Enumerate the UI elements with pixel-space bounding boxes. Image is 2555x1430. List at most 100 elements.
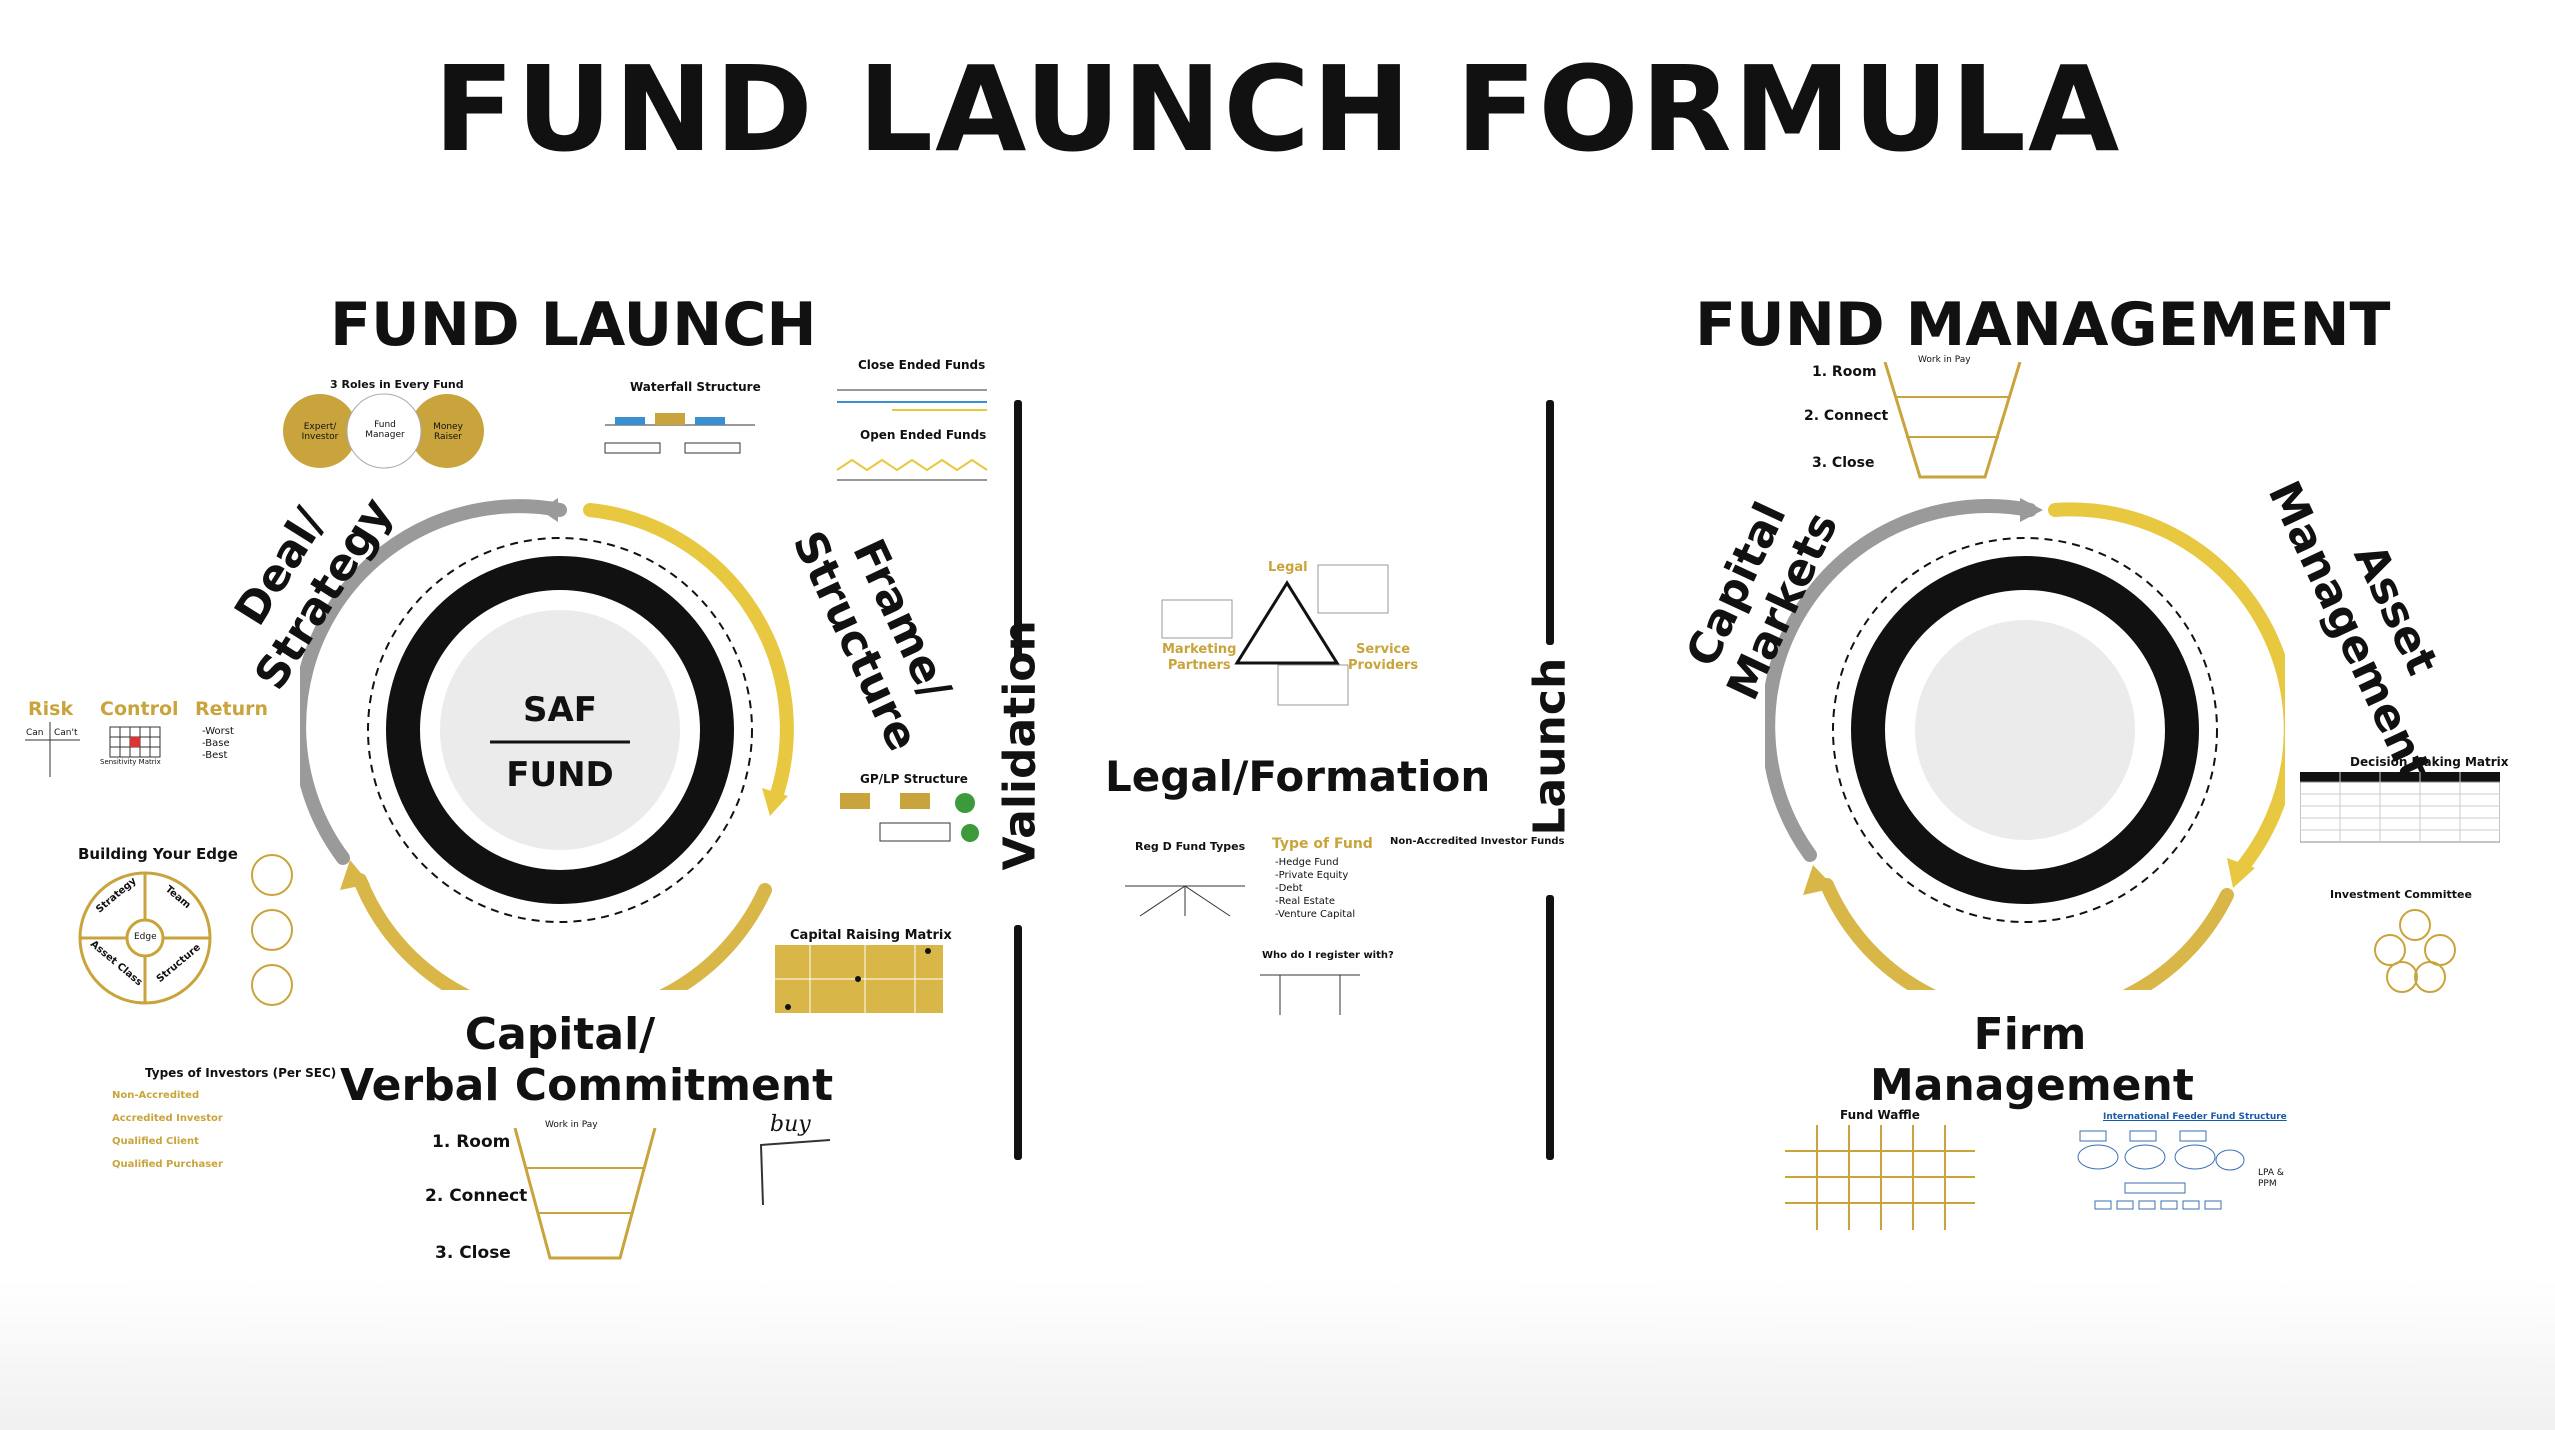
deal-arc bbox=[300, 499, 567, 865]
right-center-disc bbox=[1915, 620, 2135, 840]
waterfall-title: Waterfall Structure bbox=[630, 380, 761, 394]
firm-arrowhead bbox=[1803, 865, 1835, 895]
capital-arc bbox=[353, 873, 772, 990]
open-ended-timeline bbox=[836, 458, 988, 481]
return-list: -Worst-Base-Best bbox=[202, 726, 234, 761]
left-funnel bbox=[513, 1128, 657, 1260]
launch-line-top bbox=[1546, 400, 1554, 645]
close-ended-title: Close Ended Funds bbox=[858, 358, 986, 372]
fund-waffle-grid bbox=[1785, 1125, 1975, 1230]
decision-matrix bbox=[2300, 772, 2500, 843]
dashed-ring bbox=[367, 537, 753, 923]
left-funnel-title: Work in Pay bbox=[545, 1120, 598, 1130]
regd-title: Reg D Fund Types bbox=[1135, 840, 1246, 853]
firm-arc bbox=[1820, 878, 2234, 990]
fund-management-cycle bbox=[1765, 498, 2285, 990]
right-funnel bbox=[1883, 362, 2022, 479]
decision-title: Decision Making Matrix bbox=[2350, 755, 2509, 769]
black-ring bbox=[386, 556, 734, 904]
legal-triangle bbox=[1234, 580, 1340, 665]
left-funnel-connect: 2. Connect bbox=[425, 1186, 528, 1206]
control-label: Control bbox=[100, 698, 179, 720]
left-funnel-room: 1. Room bbox=[432, 1132, 511, 1152]
center-disc bbox=[440, 610, 680, 850]
right-dashed-ring bbox=[1832, 537, 2218, 923]
fund-management-heading: FUND MANAGEMENT bbox=[1695, 290, 2391, 360]
close-ended-timeline bbox=[837, 389, 987, 411]
cant-label: Can't bbox=[54, 728, 78, 738]
page-title: FUND LAUNCH FORMULA bbox=[433, 40, 2122, 178]
gplp-diagram bbox=[840, 793, 979, 842]
role-expert: Expert/ Investor bbox=[301, 422, 339, 442]
handwriting-buy: buy bbox=[770, 1112, 811, 1137]
right-funnel-title: Work in Pay bbox=[1918, 355, 1971, 365]
right-funnel-connect: 2. Connect bbox=[1804, 408, 1889, 424]
fund-launch-heading: FUND LAUNCH bbox=[330, 290, 817, 360]
capital-markets-arc bbox=[1765, 499, 2037, 862]
fund-launch-cycle bbox=[300, 498, 794, 990]
type-of-fund-list: -Hedge Fund-Private Equity-Debt -Real Es… bbox=[1275, 857, 1356, 920]
role-manager: Fund Manager bbox=[365, 420, 405, 440]
launch-label: Launch bbox=[1524, 657, 1576, 836]
launch-line-bottom bbox=[1546, 895, 1554, 1160]
validation-label: Validation bbox=[994, 620, 1046, 871]
roles-venn bbox=[283, 393, 484, 469]
role-circle-raiser bbox=[410, 394, 484, 468]
lpa-ppm-label: LPA &PPM bbox=[2258, 1168, 2284, 1189]
right-funnel-room: 1. Room bbox=[1812, 364, 1877, 380]
right-funnel-close: 3. Close bbox=[1812, 455, 1875, 471]
deal-arrowhead bbox=[540, 498, 558, 522]
investor-types-title: Types of Investors (Per SEC) bbox=[145, 1066, 337, 1080]
asset-arrowhead bbox=[2227, 858, 2255, 888]
role-circle-manager bbox=[346, 393, 422, 469]
feeder-title: International Feeder Fund Structure bbox=[2103, 1112, 2287, 1122]
risk-control-grid bbox=[25, 722, 161, 777]
legal-formation-heading: Legal/Formation bbox=[1105, 752, 1491, 801]
register-title: Who do I register with? bbox=[1262, 950, 1394, 961]
validation-line-top bbox=[1014, 400, 1022, 660]
role-circle-expert bbox=[283, 394, 357, 468]
edge-center: Edge bbox=[134, 932, 157, 942]
edge-mini-wheels bbox=[251, 854, 293, 1006]
edge-wheel bbox=[78, 871, 212, 1005]
gplp-title: GP/LP Structure bbox=[860, 772, 968, 786]
handwriting-mark bbox=[759, 1139, 831, 1206]
return-label: Return bbox=[195, 698, 269, 720]
asset-arc bbox=[2048, 502, 2285, 877]
nonacc-title: Non-Accredited Investor Funds bbox=[1390, 836, 1565, 847]
capital-arrowhead bbox=[340, 860, 370, 890]
edge-title: Building Your Edge bbox=[78, 845, 238, 863]
regd-tree bbox=[1125, 885, 1245, 917]
frame-arrowhead bbox=[762, 788, 788, 816]
committee-circles bbox=[2374, 909, 2456, 993]
register-tree bbox=[1260, 974, 1360, 1015]
roles-title: 3 Roles in Every Fund bbox=[330, 378, 464, 391]
risk-label: Risk bbox=[28, 698, 74, 720]
center-saf: SAF bbox=[522, 690, 598, 730]
capital-markets-arrowhead bbox=[2020, 498, 2043, 522]
frame-arc bbox=[583, 503, 794, 807]
type-of-fund-title: Type of Fund bbox=[1272, 836, 1373, 852]
capital-matrix-chart bbox=[775, 945, 943, 1013]
open-ended-title: Open Ended Funds bbox=[860, 428, 987, 442]
waffle-title: Fund Waffle bbox=[1840, 1108, 1920, 1122]
feeder-diagram bbox=[2077, 1130, 2245, 1210]
sensitivity-label: Sensitivity Matrix bbox=[100, 758, 161, 766]
capital-commitment-label: Capital/Verbal Commitment bbox=[340, 1009, 834, 1111]
right-black-ring bbox=[1851, 556, 2199, 904]
role-raiser: Money Raiser bbox=[433, 422, 463, 442]
left-funnel-close: 3. Close bbox=[435, 1243, 511, 1263]
triangle-note-cards bbox=[1161, 564, 1389, 706]
capital-matrix-title: Capital Raising Matrix bbox=[790, 928, 952, 943]
bottom-fade bbox=[0, 1280, 2555, 1430]
waterfall-diagram bbox=[604, 413, 755, 454]
validation-line-bottom bbox=[1014, 925, 1022, 1160]
can-label: Can bbox=[26, 728, 44, 738]
committee-title: Investment Committee bbox=[2330, 888, 2472, 901]
triangle-legal: Legal bbox=[1268, 560, 1308, 575]
center-fund: FUND bbox=[506, 755, 614, 795]
